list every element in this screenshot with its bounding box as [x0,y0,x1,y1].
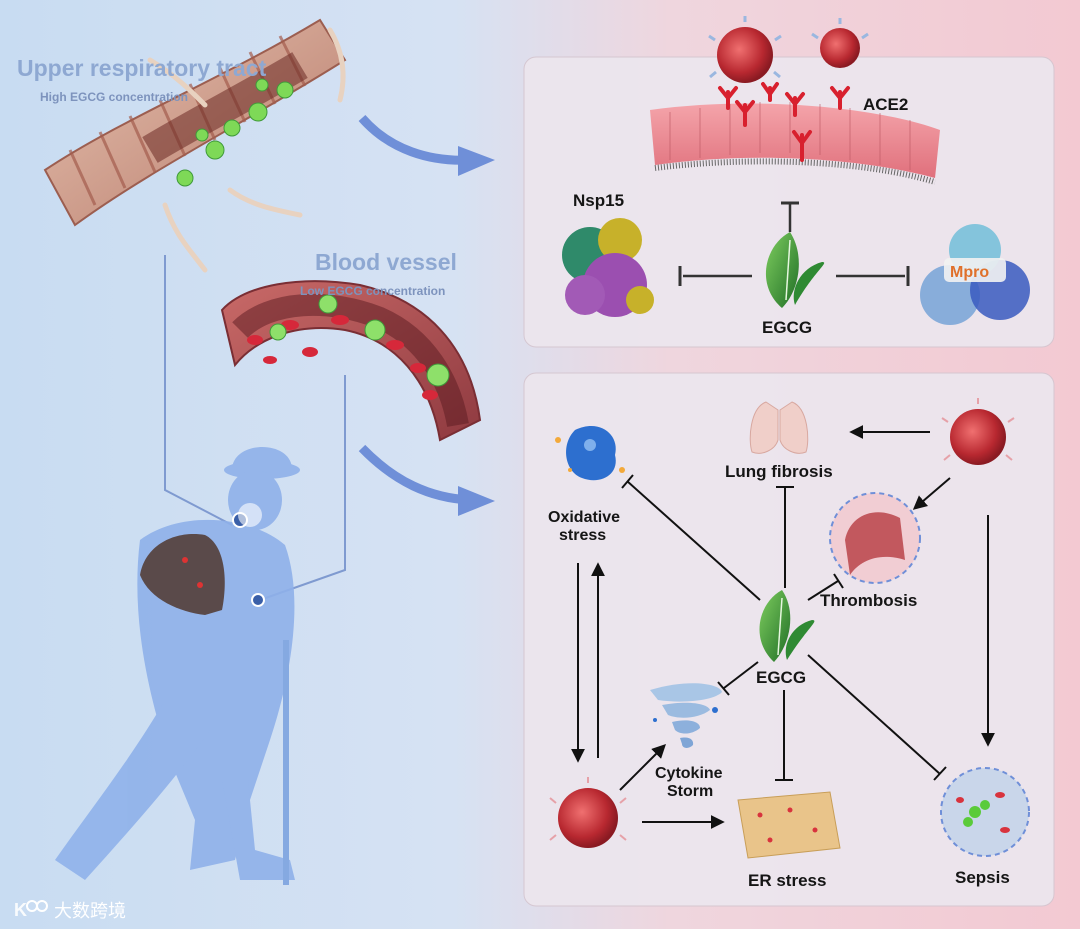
egcg-label-top: EGCG [762,318,812,337]
egcg-leaf-icon [759,590,815,662]
ace2-label: ACE2 [863,95,908,114]
blood-vessel-subtitle: Low EGCG concentration [300,284,445,298]
watermark-logo: K 大数跨境 [14,900,126,921]
upper-tract-title: Upper respiratory tract [17,55,267,81]
watermark-text: 大数跨境 [54,901,126,921]
oxidative-line-1: Oxidative [548,509,620,526]
blood-vessel-illustration [220,280,482,442]
elderly-person-silhouette [55,447,300,885]
nsp15-label: Nsp15 [573,191,624,210]
pathway-lines [571,425,995,829]
thrombosis-icon [829,492,921,584]
flow-arrow-top [358,114,471,165]
virus-particle [549,777,627,848]
nsp15-protein [562,218,654,317]
mpro-protein [920,224,1030,325]
virus-particle [941,398,1015,465]
flow-arrow-bottom-head [458,486,495,516]
respiratory-tract-illustration [43,18,347,273]
arrow-virus-to-thrombosis [912,477,951,510]
cytokine-line-2: Storm [667,783,713,800]
oxidative-line-2: stress [559,527,606,544]
cytokine-storm-icon [650,683,722,748]
oxidative-stress-label: Oxidative stress [548,509,624,544]
virus-particle [811,18,869,68]
ace2-receptors [718,82,850,162]
inhibit-cytokine [723,661,759,689]
er-stress-icon [737,791,841,859]
thrombosis-label: Thrombosis [820,591,917,610]
flow-arrow-bottom [358,444,471,505]
inhibit-oxidative [626,480,761,601]
arrow-virus-to-cytokine [619,744,666,791]
mpro-label: Mpro [950,264,989,281]
lung-fibrosis-icon [749,401,809,454]
sepsis-label: Sepsis [955,868,1010,887]
lung-illustration [140,503,265,615]
flow-arrow-top-head [458,146,495,176]
inhibit-sepsis [807,654,941,775]
oxidative-stress-icon [555,426,625,481]
cytokine-line-1: Cytokine [655,765,723,782]
sepsis-icon [940,767,1030,857]
lung-fibrosis-label: Lung fibrosis [725,462,833,481]
egcg-leaf-icon [765,232,825,308]
cytokine-storm-label: Cytokine Storm [655,765,727,800]
svg-text:K: K [14,900,27,920]
upper-tract-subtitle: High EGCG concentration [40,90,188,104]
inhibit-thrombosis [807,580,839,601]
blood-vessel-title: Blood vessel [315,249,457,275]
virus-particle [708,16,782,83]
er-stress-label: ER stress [748,871,826,890]
egcg-label-center: EGCG [756,668,806,687]
cell-membrane [650,102,940,185]
